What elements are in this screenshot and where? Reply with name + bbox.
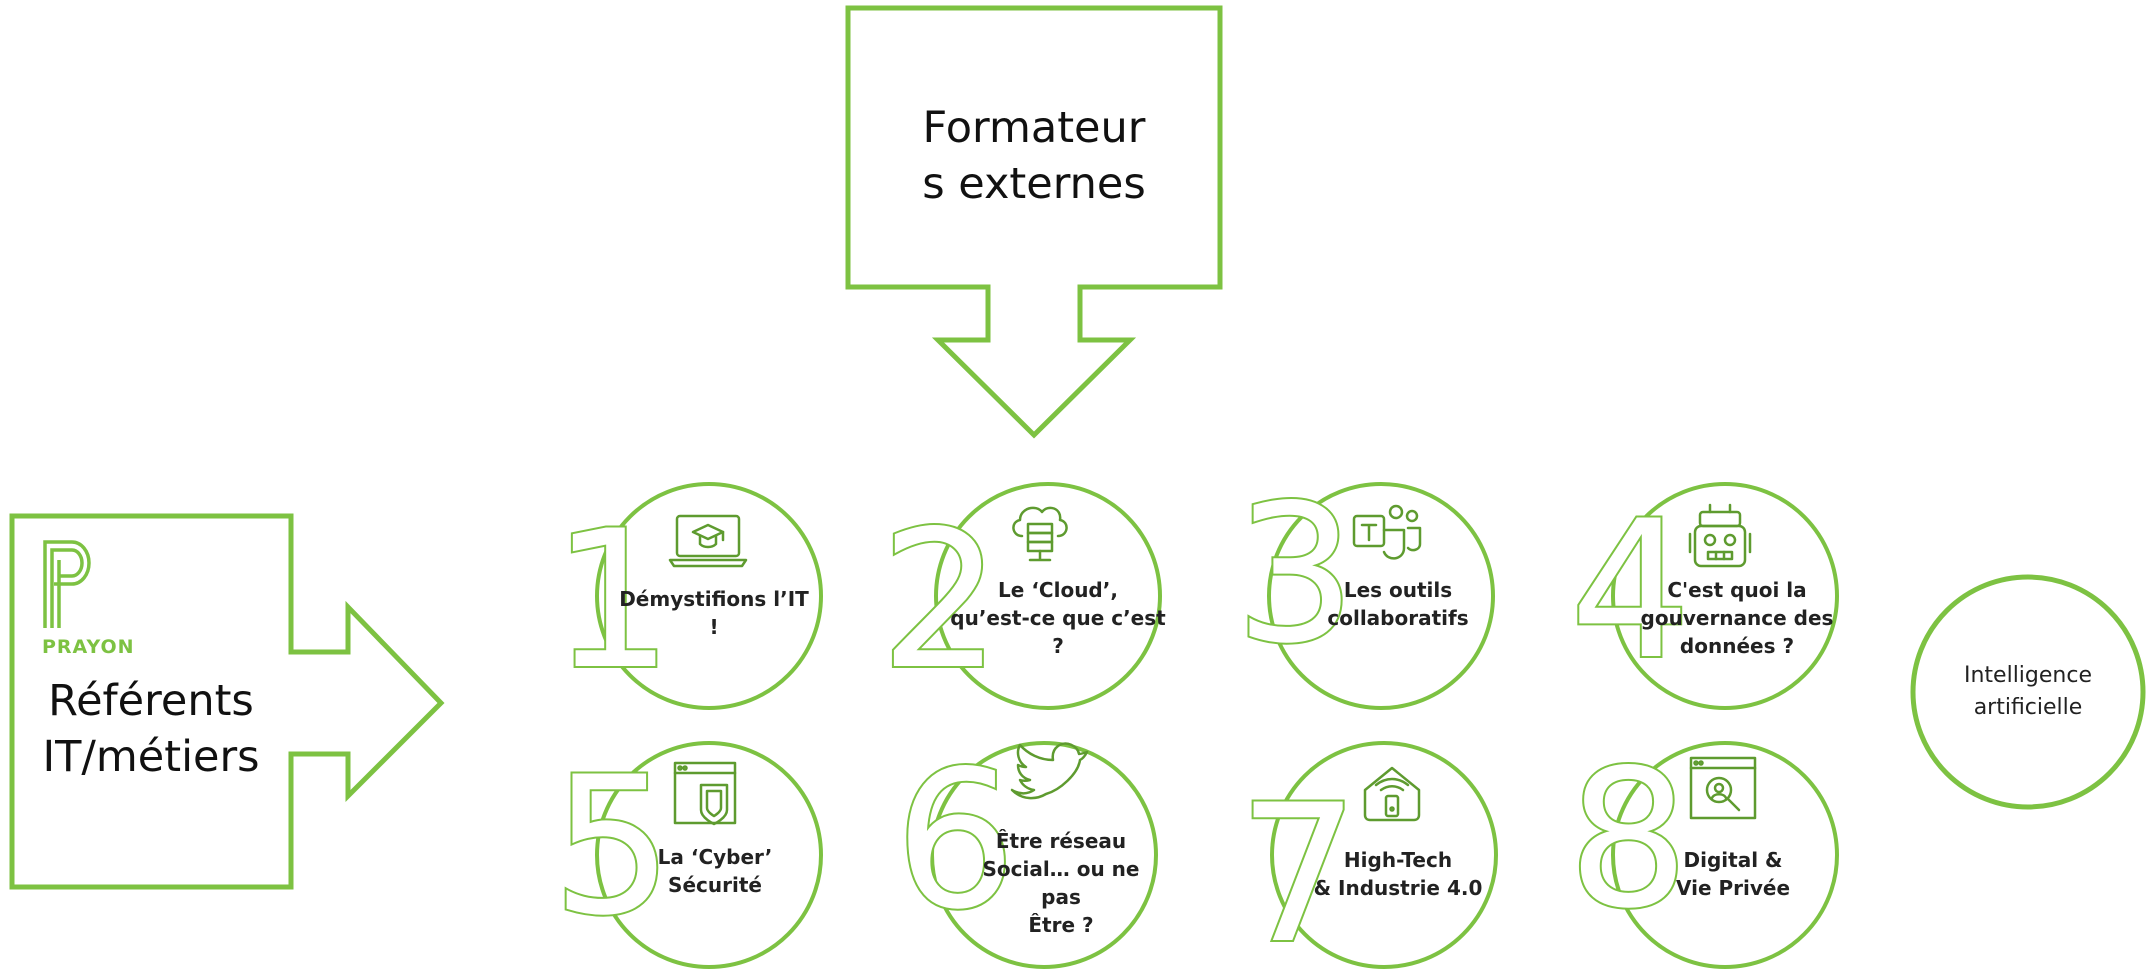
prayon-brand: PRAYON [42, 636, 135, 658]
module-3-label: Les outils collaboratifs [1327, 578, 1469, 630]
module-3-number: 3 [1235, 464, 1356, 685]
robot-icon [1688, 503, 1752, 568]
module-8-circle [1611, 741, 1839, 969]
ai-topic-circle-outline [1910, 574, 2146, 810]
module-8-number: 8 [1568, 729, 1689, 950]
referents-label: Référents IT/métiers [42, 676, 260, 782]
module-4-circle [1611, 482, 1839, 710]
cloud-server-icon [1012, 506, 1068, 562]
module-2-number: 2 [880, 490, 1001, 711]
module-7-circle [1270, 741, 1498, 969]
module-6-label: Être réseau Social… ou ne pas Être ? [982, 829, 1140, 937]
module-6-circle [930, 741, 1158, 969]
prayon-logo-icon [43, 540, 91, 628]
referents-arrow [9, 513, 445, 890]
module-8-label: Digital & Vie Privée [1675, 848, 1791, 900]
module-1-label: Démystifions l’IT ! [619, 587, 809, 639]
module-7-number: 7 [1238, 764, 1359, 970]
module-1-circle [595, 482, 823, 710]
bird-icon [1010, 742, 1089, 800]
shield-window-icon [673, 761, 737, 826]
module-1-number: 1 [552, 490, 673, 711]
module-4-number: 4 [1570, 480, 1691, 701]
module-2-label: Le ‘Cloud’, qu’est-ce que c’est ? [950, 578, 1166, 658]
module-5-circle [595, 741, 823, 969]
trainers-label: Formateur s externes [922, 103, 1146, 209]
module-5-label: La ‘Cyber’ Sécurité [657, 845, 773, 897]
teams-icon [1352, 504, 1422, 560]
module-7-label: High-Tech & Industrie 4.0 [1313, 848, 1483, 900]
ai-topic-label: Intelligence artificielle [1963, 663, 2092, 720]
search-window-icon [1689, 756, 1757, 820]
laptop-graduation-cap-icon [668, 514, 748, 568]
module-5-number: 5 [552, 736, 673, 957]
smart-home-icon [1363, 766, 1421, 822]
module-6-number: 6 [895, 730, 1016, 951]
module-3-circle [1267, 482, 1495, 710]
module-4-label: C'est quoi la gouvernance des données ? [1640, 578, 1834, 658]
module-2-circle [934, 482, 1162, 710]
trainers-arrow [845, 5, 1223, 439]
